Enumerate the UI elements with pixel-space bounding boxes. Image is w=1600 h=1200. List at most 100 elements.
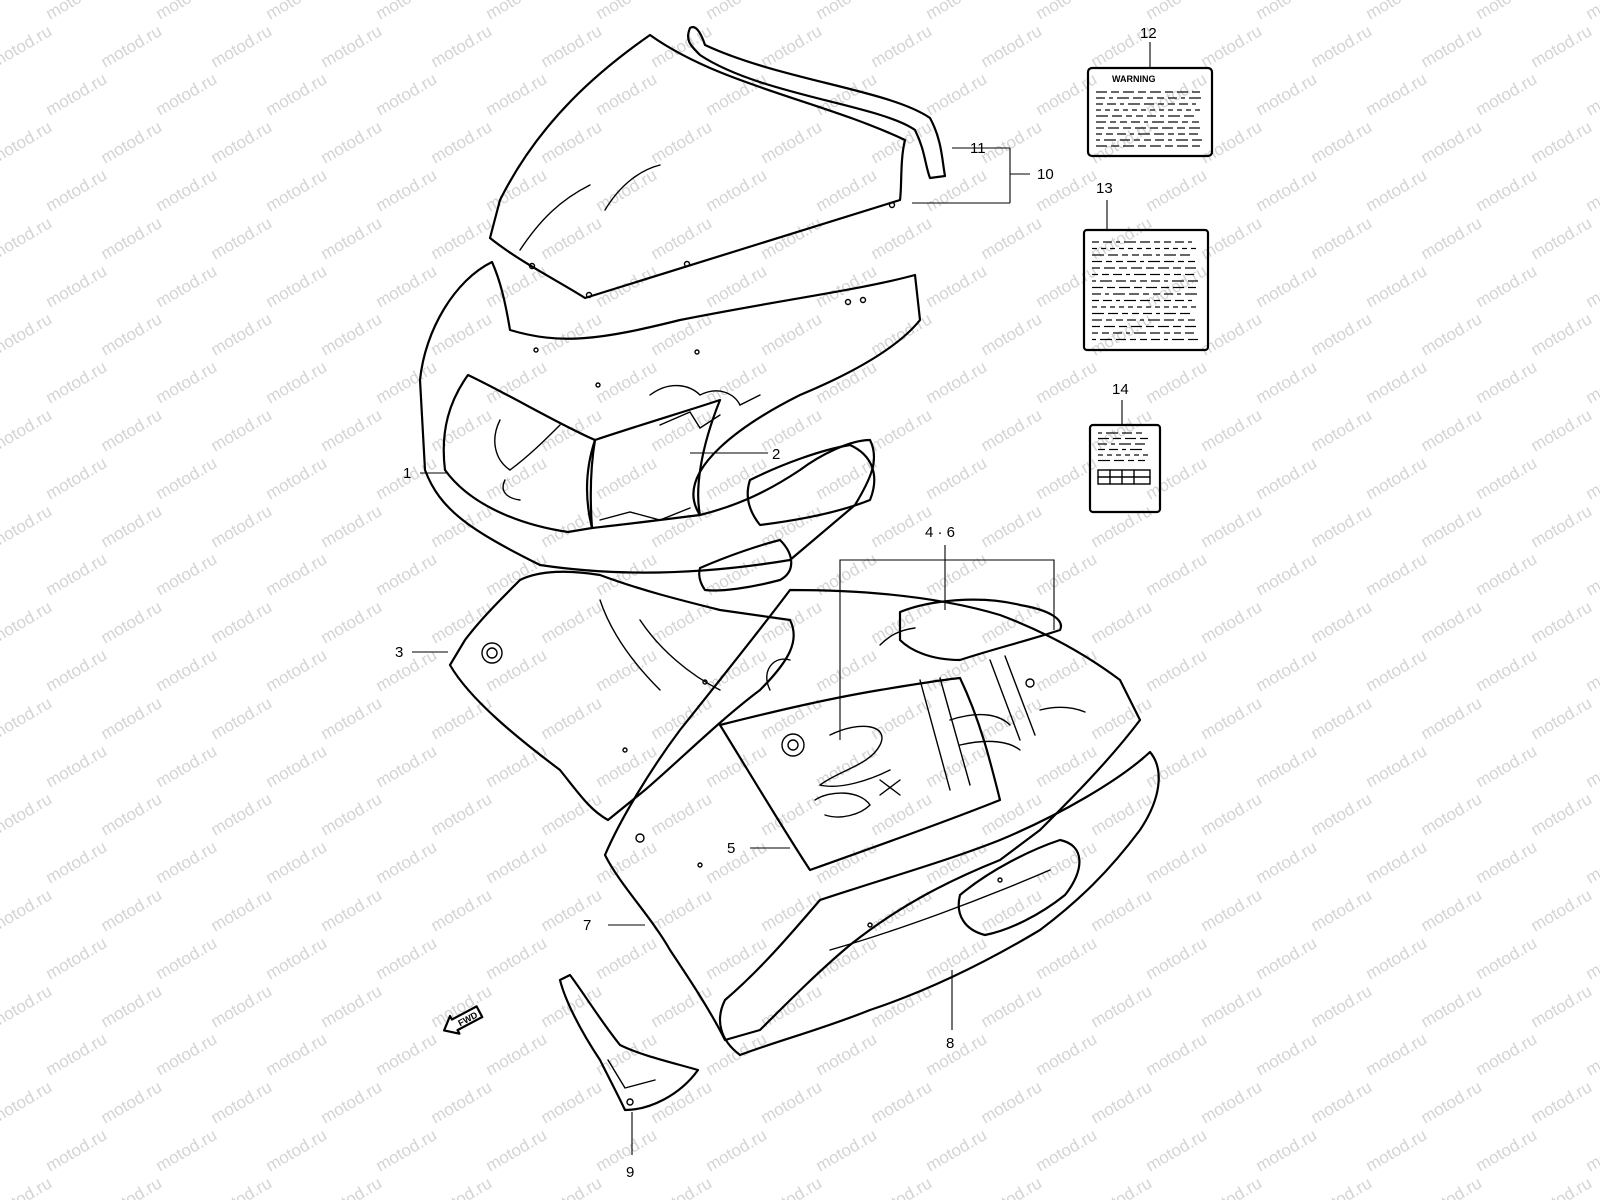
- watermark-text: motod.ru: [0, 405, 55, 455]
- watermark-text: motod.ru: [813, 933, 881, 983]
- watermark-text: motod.ru: [1583, 1125, 1600, 1175]
- watermark-text: motod.ru: [208, 501, 276, 551]
- info-label-14: [1088, 423, 1162, 514]
- watermark-text: motod.ru: [43, 741, 111, 791]
- watermark-text: motod.ru: [208, 21, 276, 71]
- watermark-text: motod.ru: [593, 69, 661, 119]
- watermark-text: motod.ru: [153, 933, 221, 983]
- watermark-text: motod.ru: [153, 549, 221, 599]
- watermark-text: motod.ru: [1528, 789, 1596, 839]
- watermark-text: motod.ru: [1143, 933, 1211, 983]
- watermark-text: motod.ru: [1253, 933, 1321, 983]
- watermark-text: motod.ru: [648, 501, 716, 551]
- watermark-text: motod.ru: [758, 789, 826, 839]
- watermark-text: motod.ru: [923, 0, 991, 23]
- callout-2: 2: [772, 446, 780, 463]
- watermark-text: motod.ru: [1363, 69, 1431, 119]
- watermark-text: motod.ru: [1583, 1029, 1600, 1079]
- watermark-text: motod.ru: [483, 933, 551, 983]
- watermark-text: motod.ru: [1143, 837, 1211, 887]
- watermark-text: motod.ru: [483, 165, 551, 215]
- watermark-text: motod.ru: [98, 885, 166, 935]
- watermark-text: motod.ru: [1473, 165, 1541, 215]
- watermark-text: motod.ru: [593, 1029, 661, 1079]
- watermark-text: motod.ru: [43, 933, 111, 983]
- watermark-text: motod.ru: [1363, 741, 1431, 791]
- watermark-text: motod.ru: [373, 0, 441, 23]
- watermark-text: motod.ru: [1528, 981, 1596, 1031]
- watermark-text: motod.ru: [153, 645, 221, 695]
- under-cowling: [718, 750, 1160, 1057]
- watermark-text: motod.ru: [428, 597, 496, 647]
- watermark-text: motod.ru: [98, 1173, 166, 1200]
- watermark-text: motod.ru: [318, 885, 386, 935]
- watermark-text: motod.ru: [1198, 1077, 1266, 1127]
- watermark-text: motod.ru: [1253, 645, 1321, 695]
- watermark-text: motod.ru: [1418, 597, 1486, 647]
- watermark-text: motod.ru: [0, 213, 55, 263]
- watermark-text: motod.ru: [1088, 1077, 1156, 1127]
- watermark-text: motod.ru: [1143, 453, 1211, 503]
- watermark-text: motod.ru: [373, 357, 441, 407]
- watermark-text: motod.ru: [538, 405, 606, 455]
- watermark-text: motod.ru: [1088, 693, 1156, 743]
- watermark-text: motod.ru: [538, 213, 606, 263]
- callout-9: 9: [626, 1164, 634, 1181]
- watermark-text: motod.ru: [1308, 1077, 1376, 1127]
- watermark-text: motod.ru: [923, 1029, 991, 1079]
- watermark-text: motod.ru: [1363, 837, 1431, 887]
- watermark-text: motod.ru: [208, 405, 276, 455]
- watermark-text: motod.ru: [758, 309, 826, 359]
- watermark-text: motod.ru: [593, 933, 661, 983]
- watermark-text: motod.ru: [648, 597, 716, 647]
- watermark-text: motod.ru: [538, 501, 606, 551]
- callout-3: 3: [395, 644, 403, 661]
- watermark-text: motod.ru: [1088, 501, 1156, 551]
- watermark-text: motod.ru: [648, 213, 716, 263]
- watermark-text: motod.ru: [1473, 453, 1541, 503]
- watermark-text: motod.ru: [153, 165, 221, 215]
- watermark-text: motod.ru: [483, 69, 551, 119]
- watermark-text: motod.ru: [483, 645, 551, 695]
- watermark-text: motod.ru: [263, 741, 331, 791]
- watermark-text: motod.ru: [648, 309, 716, 359]
- watermark-text: motod.ru: [538, 309, 606, 359]
- watermark-text: motod.ru: [1253, 357, 1321, 407]
- watermark-text: motod.ru: [1528, 21, 1596, 71]
- watermark-text: motod.ru: [1583, 261, 1600, 311]
- watermark-text: motod.ru: [263, 357, 331, 407]
- watermark-text: motod.ru: [428, 117, 496, 167]
- warning-label-title: WARNING: [1112, 74, 1156, 84]
- watermark-text: motod.ru: [1528, 501, 1596, 551]
- watermark-text: motod.ru: [98, 597, 166, 647]
- callout-numbers: 12 13 14 11 10 1 2 3 4 · 6 5 7 8 9: [395, 25, 1157, 1181]
- watermark-text: motod.ru: [1363, 0, 1431, 23]
- watermark-text: motod.ru: [1418, 981, 1486, 1031]
- watermark-text: motod.ru: [43, 261, 111, 311]
- watermark-text: motod.ru: [1583, 837, 1600, 887]
- watermark-text: motod.ru: [43, 549, 111, 599]
- watermark-text: motod.ru: [98, 117, 166, 167]
- watermark-text: motod.ru: [263, 261, 331, 311]
- watermark-text: motod.ru: [1528, 597, 1596, 647]
- watermark-text: motod.ru: [1143, 741, 1211, 791]
- watermark-text: motod.ru: [43, 357, 111, 407]
- watermark-text: motod.ru: [373, 69, 441, 119]
- callout-12: 12: [1140, 25, 1157, 42]
- watermark-text: motod.ru: [703, 165, 771, 215]
- watermark-text: motod.ru: [1473, 0, 1541, 23]
- watermark-text: motod.ru: [1418, 789, 1486, 839]
- callout-13: 13: [1096, 180, 1113, 197]
- watermark-text: motod.ru: [153, 0, 221, 23]
- watermark-text: motod.ru: [1363, 1029, 1431, 1079]
- watermark-text: motod.ru: [1088, 117, 1156, 167]
- watermark-text: motod.ru: [758, 981, 826, 1031]
- watermark-text: motod.ru: [428, 885, 496, 935]
- watermark-text: motod.ru: [703, 741, 771, 791]
- watermark-text: motod.ru: [1143, 1029, 1211, 1079]
- watermark-text: motod.ru: [1198, 789, 1266, 839]
- watermark-text: motod.ru: [1528, 213, 1596, 263]
- watermark-text: motod.ru: [318, 405, 386, 455]
- watermark-text: motod.ru: [483, 453, 551, 503]
- watermark-text: motod.ru: [1143, 357, 1211, 407]
